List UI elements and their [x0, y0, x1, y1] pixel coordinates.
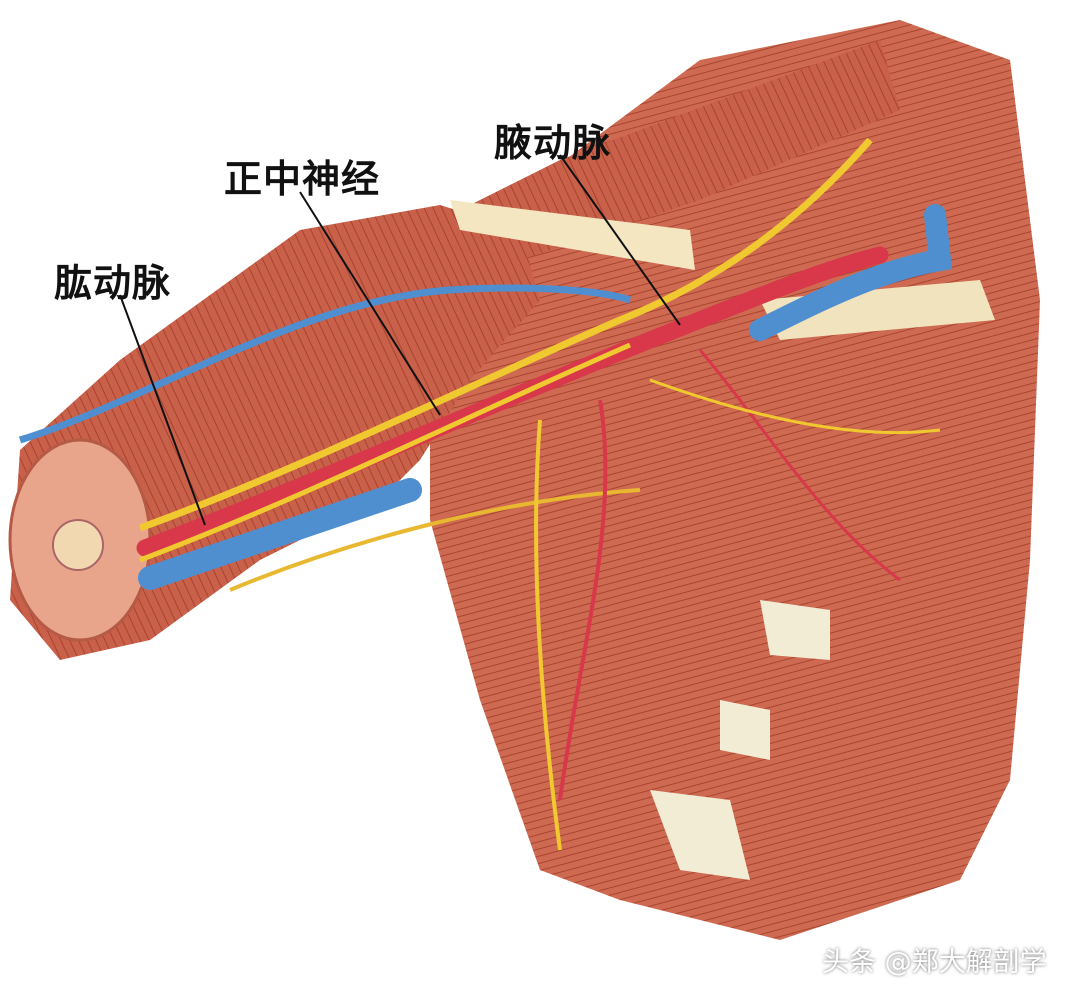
leader-line-axillary-artery — [559, 154, 681, 326]
ulnar-nerve — [139, 342, 631, 563]
leader-line-median-nerve — [299, 191, 441, 416]
deltoid-muscle — [440, 40, 900, 260]
coracoid-tendon — [450, 200, 695, 270]
humerus-section — [52, 519, 104, 571]
leader-line-brachial-artery — [119, 294, 206, 526]
label-axillary-artery: 腋动脉 — [494, 121, 612, 165]
watermark: 头条 @郑大解剖学 — [822, 947, 1047, 978]
brachial-vein — [138, 478, 422, 590]
label-brachial-artery: 肱动脉 — [54, 261, 172, 305]
axillary-vein — [749, 204, 953, 341]
basilic-vein — [18, 284, 632, 444]
median-nerve — [138, 137, 873, 532]
label-median-nerve: 正中神经 — [224, 157, 381, 201]
